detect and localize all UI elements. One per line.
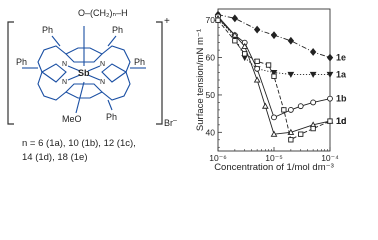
metal-label: Sb	[78, 68, 90, 78]
scheme-labels: O–(CH₂)ₙ–H Sb MeO N N N N Ph Ph Ph Ph Ph…	[16, 8, 177, 163]
pyrrole-right	[101, 63, 128, 83]
porphyrin-outer-ring	[37, 45, 131, 101]
data-point	[271, 73, 277, 79]
porphyrin-scheme	[7, 21, 163, 125]
series-label: 1e	[336, 53, 346, 63]
counter-ion-charge: –	[173, 117, 177, 124]
meso-ph-bond	[51, 35, 61, 47]
series-1a	[214, 15, 334, 78]
pyrrole-top	[65, 53, 103, 63]
counter-ion-label: Br–	[164, 117, 177, 128]
data-point	[297, 103, 304, 110]
series-1d	[215, 17, 333, 143]
caption-line-2: 14 (1d), 18 (1e)	[22, 152, 87, 163]
data-point	[271, 114, 277, 121]
data-point	[242, 51, 248, 57]
ph-label: Ph	[106, 112, 117, 122]
data-point	[310, 99, 317, 106]
data-point	[287, 36, 295, 45]
data-point	[253, 25, 261, 34]
figure: O–(CH₂)ₙ–H Sb MeO N N N N Ph Ph Ph Ph Ph…	[7, 8, 347, 173]
data-point	[310, 125, 316, 132]
n-sb-bond	[87, 65, 101, 72]
x-axis: 10⁻⁶ 10⁻⁵ 10⁻⁴	[209, 147, 339, 163]
data-point	[327, 118, 333, 124]
data-point	[241, 42, 249, 49]
data-point	[253, 76, 261, 83]
y-tick-label: 50	[206, 90, 216, 100]
data-point	[288, 137, 294, 143]
y-axis-label: Surface tension/mN m⁻¹	[195, 29, 206, 131]
data-point	[326, 71, 334, 78]
n-label: N	[100, 61, 105, 68]
data-point	[232, 38, 238, 44]
x-axis-label: Concentration of 1/mol dm⁻³	[214, 162, 334, 172]
x-tick-label: 10⁻⁵	[265, 153, 282, 163]
data-point	[270, 130, 278, 137]
x-tick-label: 10⁻⁶	[209, 153, 226, 163]
series-layer	[214, 10, 334, 143]
ph-label: Ph	[112, 25, 123, 35]
n-label: N	[100, 79, 105, 86]
meso-ph-bond	[107, 99, 113, 111]
counter-ion: Br	[164, 118, 173, 128]
data-point	[287, 71, 295, 78]
data-point	[215, 17, 221, 23]
ph-label: Ph	[134, 57, 145, 67]
data-point	[309, 48, 317, 56]
data-point	[309, 71, 317, 78]
n-label: N	[62, 79, 67, 86]
y-tick-label: 70	[206, 15, 216, 25]
data-point	[231, 31, 239, 38]
n-sb-bond	[87, 74, 101, 81]
caption-line-1: n = 6 (1a), 10 (1b), 12 (1c),	[22, 138, 136, 149]
pyrrole-left	[40, 63, 67, 83]
data-point	[327, 95, 333, 102]
series-label: 1c	[336, 116, 346, 126]
data-point	[231, 14, 239, 23]
data-point	[326, 53, 334, 62]
right-bracket	[156, 21, 163, 125]
data-point	[281, 107, 287, 113]
series-1b	[215, 13, 333, 121]
data-point	[287, 106, 294, 113]
series-line	[217, 18, 330, 75]
y-tick-label: 60	[206, 53, 216, 63]
charge-label: +	[164, 16, 170, 27]
data-point	[254, 58, 260, 64]
n-label: N	[62, 61, 67, 68]
y-axis: 40 50 60 70	[206, 12, 222, 148]
meso-ph-bond	[107, 35, 117, 47]
ph-label: Ph	[42, 25, 53, 35]
x-tick-label: 10⁻⁴	[321, 153, 339, 163]
pyrrole-bottom	[65, 83, 103, 93]
data-point	[254, 65, 261, 72]
data-point	[270, 31, 278, 40]
series-label: 1b	[336, 94, 347, 104]
left-bracket	[7, 21, 14, 125]
axial-top-label: O–(CH₂)ₙ–H	[78, 8, 128, 18]
axial-bottom-label: MeO	[62, 114, 82, 124]
series-label: 1d	[336, 116, 347, 126]
n-sb-bond	[67, 74, 81, 81]
ph-label: Ph	[16, 57, 27, 67]
series-label: 1a	[336, 69, 347, 79]
data-point	[261, 102, 269, 109]
figure-canvas: O–(CH₂)ₙ–H Sb MeO N N N N Ph Ph Ph Ph Ph…	[7, 8, 347, 173]
data-point	[265, 62, 272, 68]
y-tick-label: 40	[206, 127, 216, 137]
n-sb-bond	[67, 65, 81, 72]
data-point	[298, 131, 304, 137]
